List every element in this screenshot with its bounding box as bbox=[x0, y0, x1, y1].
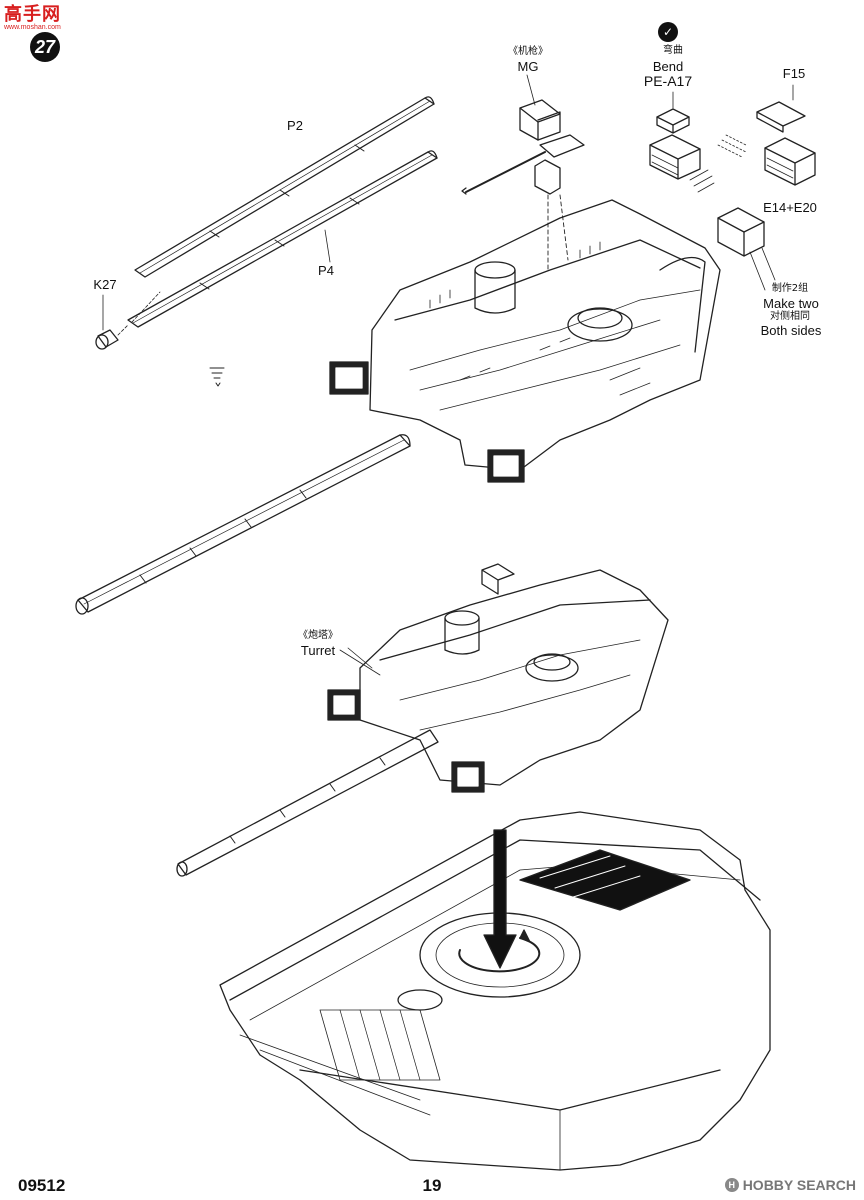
main-gun-barrel bbox=[75, 434, 411, 615]
site-watermark-icon: H bbox=[724, 1178, 739, 1192]
watermark-url: www.moshan.com bbox=[4, 24, 61, 31]
bend-icon: ✓ bbox=[658, 22, 678, 42]
label-both-sides: Both sides bbox=[760, 323, 822, 338]
label-f15: F15 bbox=[782, 66, 806, 81]
kit-number: 09512 bbox=[18, 1176, 66, 1195]
label-mg-cn: 《机枪》 bbox=[508, 46, 548, 57]
turret-assembled bbox=[176, 563, 669, 877]
label-turret: Turret bbox=[300, 643, 336, 658]
label-mg: MG bbox=[517, 59, 539, 74]
part-f15 bbox=[756, 84, 816, 186]
part-p2-barrel-half bbox=[134, 96, 435, 278]
tank-hull bbox=[219, 811, 771, 1171]
page-number: 19 bbox=[422, 1176, 442, 1195]
step-number-badge: 27 bbox=[30, 32, 60, 62]
part-pe-a17-bend bbox=[649, 91, 747, 193]
label-pe-a17: PE-A17 bbox=[643, 73, 693, 89]
part-p4-barrel-half bbox=[127, 150, 438, 328]
part-e14-e20 bbox=[717, 207, 776, 281]
label-k27: K27 bbox=[93, 277, 117, 292]
watermark-brand: 高手网 bbox=[4, 4, 61, 25]
label-bend-cn: 弯曲 bbox=[663, 45, 683, 56]
leader-lines bbox=[339, 251, 766, 676]
turret-upper-exploded bbox=[329, 199, 721, 483]
label-p2: P2 bbox=[287, 118, 303, 133]
part-mg-assembly bbox=[461, 74, 585, 271]
label-make-two: Make two bbox=[763, 296, 819, 311]
label-make-two-cn: 制作2组 bbox=[771, 283, 809, 294]
site-watermark: H HOBBY SEARCH bbox=[724, 1176, 856, 1194]
label-both-sides-cn: 对侧相同 bbox=[770, 311, 810, 322]
reverse-side-marker bbox=[209, 367, 225, 387]
site-watermark-text: HOBBY SEARCH bbox=[742, 1177, 856, 1193]
label-e14-e20: E14+E20 bbox=[763, 200, 817, 215]
part-k27-muzzle bbox=[95, 291, 161, 350]
label-p4: P4 bbox=[318, 263, 334, 278]
label-bend: Bend bbox=[652, 59, 684, 74]
label-turret-cn: 《炮塔》 bbox=[298, 630, 338, 641]
watermark-logo: 高手网 www.moshan.com bbox=[4, 6, 68, 36]
